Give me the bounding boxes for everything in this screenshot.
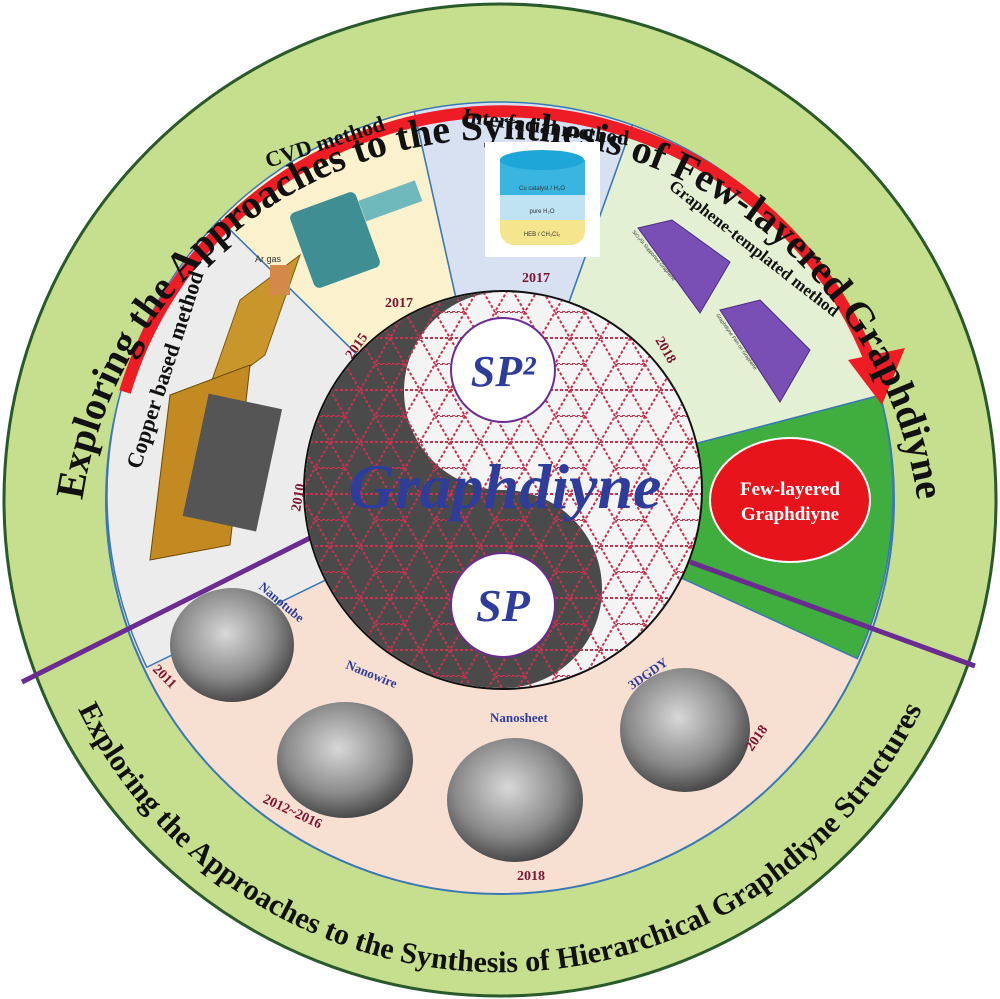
graphene-substrate-image xyxy=(637,219,731,314)
cylinder-top xyxy=(500,150,584,170)
year-2018-nanosheet: 2018 xyxy=(517,869,545,884)
cvd-method-sector: CVD method Ar gas 2017 xyxy=(255,111,423,311)
3dgdy-sem-image xyxy=(620,668,750,792)
few-layered-sector: Few-layered Graphdiyne xyxy=(709,437,871,563)
gas-label: Ar gas xyxy=(255,254,282,264)
nanosheet-label: Nanosheet xyxy=(490,710,548,725)
sp2-label: SP² xyxy=(471,347,536,396)
copper-sector xyxy=(106,218,502,669)
layer-label: HEB / CH₂Cl₂ xyxy=(524,232,561,238)
interfacial-method-sector: Interfacial method Cu catalyst / H₂O pur… xyxy=(461,103,630,286)
sem-image xyxy=(182,393,283,532)
section-divider-left xyxy=(20,535,312,685)
sp-badge xyxy=(450,552,556,658)
graphdiyne-film-image xyxy=(719,299,811,403)
arrow-head-icon xyxy=(848,348,905,405)
layer-label: Cu catalyst / H₂O xyxy=(519,186,565,192)
cvd-tube-image xyxy=(358,180,423,222)
few-layered-label: Graphdiyne xyxy=(741,504,839,525)
gas-bottle-image xyxy=(270,265,290,295)
few-layered-label: Few-layered xyxy=(740,479,840,500)
section-divider-right xyxy=(689,559,976,669)
cvd-furnace-image xyxy=(290,192,380,288)
sp2-badge xyxy=(450,317,556,423)
graphdiyne-title: Graphdiyne xyxy=(349,451,662,522)
nanowire-sem-image xyxy=(277,702,413,818)
progress-arrow xyxy=(119,105,876,394)
year-2017-interfacial: 2017 xyxy=(522,271,550,286)
few-layered-badge xyxy=(709,437,871,563)
nanotube-sem-image xyxy=(170,588,294,702)
nanosheet-sem-image xyxy=(447,738,583,862)
graphdiyne-center: SP² SP Graphdiyne xyxy=(303,290,703,690)
sp-label: SP xyxy=(476,580,531,631)
layer-label: pure H₂O xyxy=(529,209,554,215)
year-2017-cvd: 2017 xyxy=(385,296,413,311)
